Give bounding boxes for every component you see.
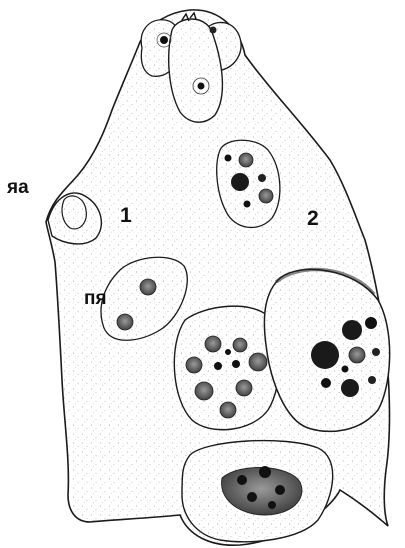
label-cell-1: 1 (120, 204, 132, 227)
large-cell-left (174, 306, 279, 430)
label-cell-2: 2 (307, 207, 319, 230)
label-pya: пя (84, 288, 107, 309)
label-ya: яа (6, 177, 29, 198)
bottom-cell (182, 441, 333, 542)
